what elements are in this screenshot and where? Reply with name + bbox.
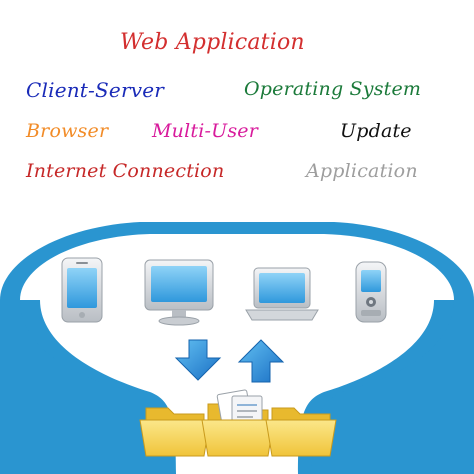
- folder-icon-left: [139, 407, 211, 457]
- smartphone-icon: [61, 257, 103, 323]
- term-multi-user: Multi-User: [152, 120, 258, 142]
- upload-arrow-icon: [237, 339, 285, 383]
- desktop-monitor-icon: [144, 259, 214, 326]
- term-update: Update: [340, 120, 412, 142]
- download-arrow-icon: [174, 339, 222, 381]
- folder-icon-right: [265, 407, 337, 457]
- term-internet-connection: Internet Connection: [26, 160, 225, 182]
- diagram-title: Web Application: [120, 30, 305, 55]
- term-browser: Browser: [26, 120, 109, 142]
- folder-with-documents-icon: [201, 389, 275, 457]
- cell-phone-icon: [355, 261, 387, 323]
- laptop-icon: [245, 267, 319, 321]
- term-application: Application: [306, 160, 418, 182]
- term-operating-system: Operating System: [244, 78, 422, 100]
- term-client-server: Client-Server: [26, 78, 165, 102]
